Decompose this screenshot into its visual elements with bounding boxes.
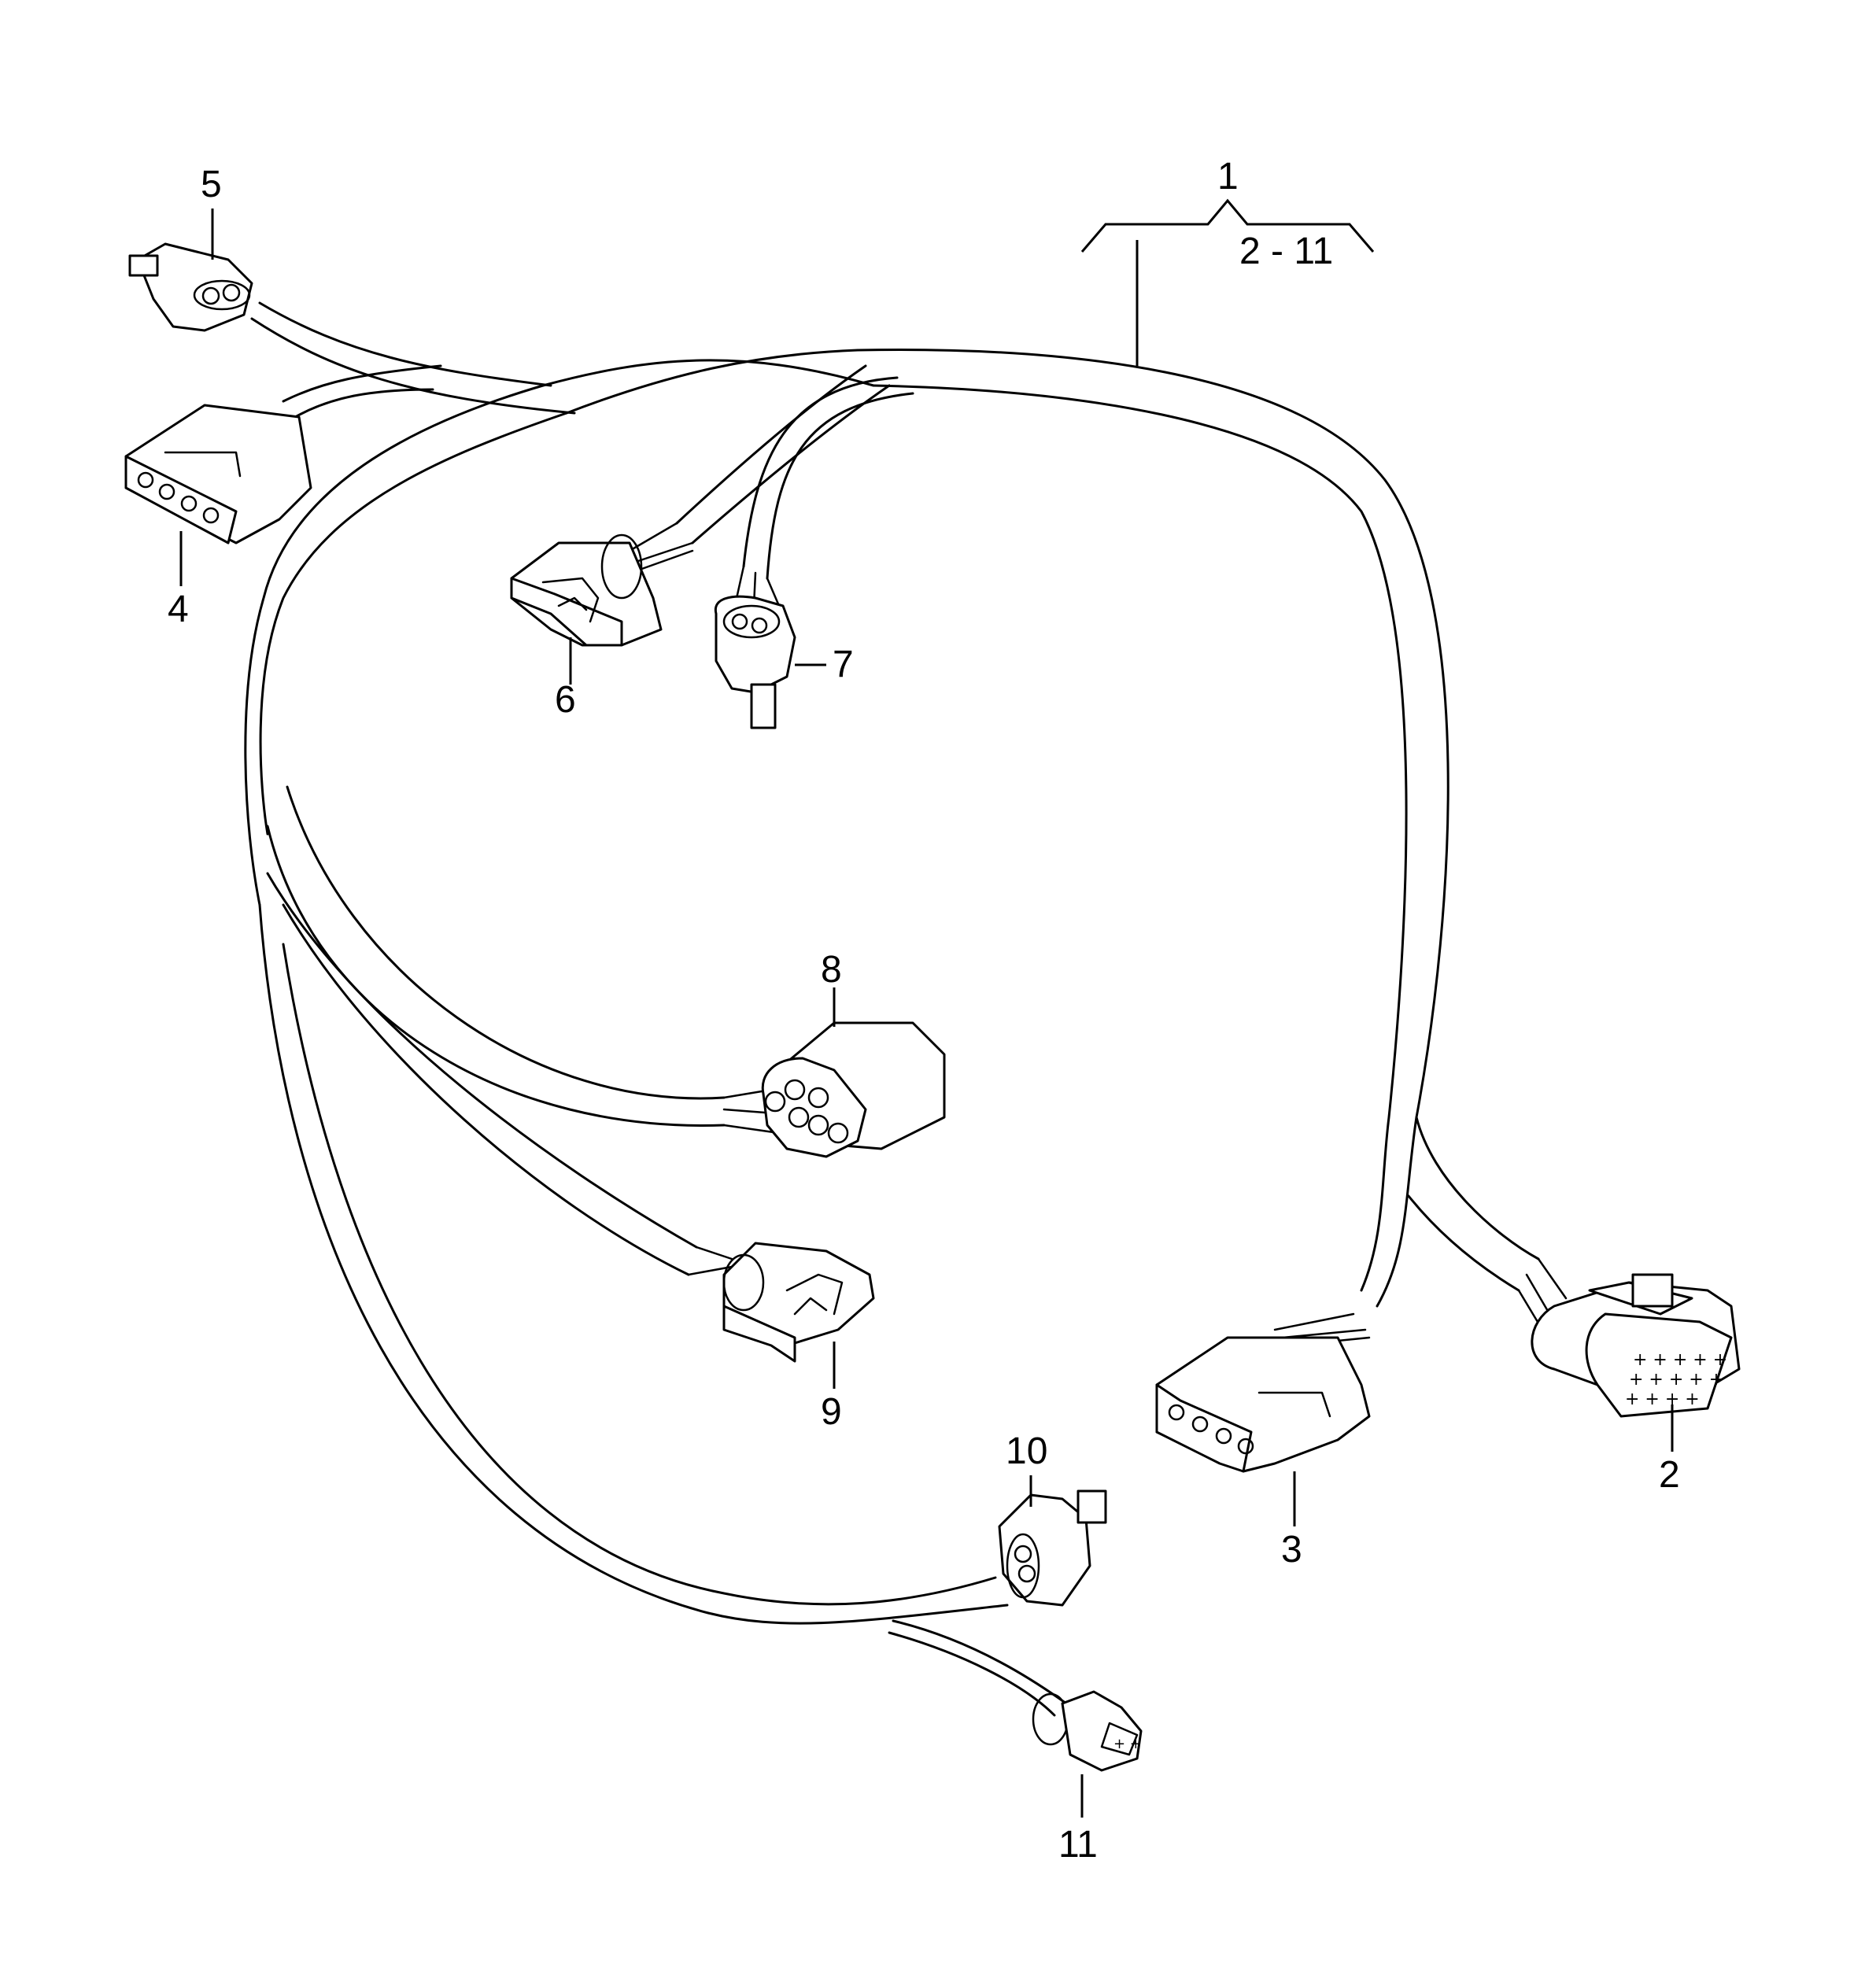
svg-text:+ + + +: + + + + [1625,1390,1700,1409]
callout-10: 10 [1006,1430,1047,1472]
connector-10 [998,1489,1107,1607]
svg-text:+ + + + +: + + + + + [1629,1370,1723,1390]
callout-8: 8 [821,949,842,991]
connector-6 [510,522,694,647]
connector-9 [687,1242,875,1363]
connector-7 [714,565,796,729]
connector-2-pins: + + + + + + + + + + + + + + [1625,1350,1727,1409]
connector-5 [128,242,253,332]
callout-2: 2 [1659,1454,1680,1496]
callout-9: 9 [821,1391,842,1433]
svg-text:+ + + + +: + + + + + [1633,1350,1727,1370]
callout-5: 5 [201,164,222,205]
harness-cables [244,301,1540,1717]
connector-8 [722,1021,946,1158]
connector-2: + + + + + + + + + + + + + + [1517,1257,1741,1418]
callout-1: 1 [1217,156,1239,197]
connector-11: + + [1032,1690,1143,1772]
callout-4: 4 [168,589,189,630]
callout-6: 6 [555,679,576,721]
callout-labels: 1 2 - 11 5 4 6 7 8 9 3 2 10 11 [168,156,1680,1866]
connector-3 [1155,1312,1371,1473]
svg-text:+ +: + + [1113,1736,1142,1752]
callout-range: 2 - 11 [1239,231,1333,272]
callout-7: 7 [833,644,854,685]
callout-11: 11 [1058,1824,1098,1866]
connector-4 [124,404,312,544]
leader-lines [179,198,1674,1818]
callout-3: 3 [1281,1529,1302,1571]
